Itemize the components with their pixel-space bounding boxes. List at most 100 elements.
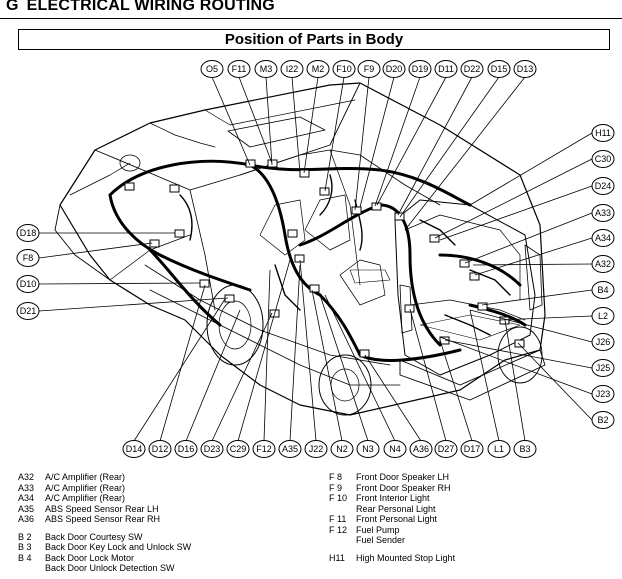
tag-oval bbox=[434, 60, 458, 78]
tag-j26: J26 bbox=[591, 333, 615, 351]
tag-oval bbox=[356, 440, 380, 458]
legend-code: F 12 bbox=[329, 524, 348, 535]
leader-line bbox=[354, 76, 370, 211]
tag-label: J23 bbox=[596, 389, 611, 399]
tag-label: J22 bbox=[309, 444, 324, 454]
tag-d17: D17 bbox=[460, 440, 484, 458]
tag-oval bbox=[591, 385, 615, 403]
tag-d23: D23 bbox=[200, 440, 224, 458]
legend-item: F 12 Fuel Pump bbox=[329, 525, 455, 536]
section-heading: ELECTRICAL WIRING ROUTING bbox=[26, 0, 275, 14]
tag-label: D11 bbox=[438, 64, 454, 74]
leader-line bbox=[481, 289, 593, 306]
tag-oval bbox=[16, 249, 40, 267]
tag-d15: D15 bbox=[487, 60, 511, 78]
legend-code: A35 bbox=[18, 503, 35, 514]
tag-oval bbox=[409, 440, 433, 458]
leader-lines bbox=[38, 76, 593, 442]
legend-item bbox=[18, 525, 191, 532]
leader-line bbox=[444, 339, 593, 369]
legend-text: Fuel Sender bbox=[356, 535, 406, 545]
tag-oval bbox=[591, 150, 615, 168]
leader-line bbox=[291, 76, 301, 174]
tag-d24: D24 bbox=[591, 177, 615, 195]
tag-d22: D22 bbox=[460, 60, 484, 78]
tag-d27: D27 bbox=[434, 440, 458, 458]
tag-label: D23 bbox=[204, 444, 221, 454]
tag-oval bbox=[16, 302, 40, 320]
tag-oval bbox=[357, 60, 381, 78]
vehicle-body-drawing bbox=[54, 82, 546, 416]
tag-f8: F8 bbox=[16, 249, 40, 267]
tag-oval bbox=[591, 281, 615, 299]
leader-line bbox=[517, 342, 593, 421]
tag-l2: L2 bbox=[591, 307, 615, 325]
tag-oval bbox=[306, 60, 330, 78]
legend-text: Rear Personal Light bbox=[356, 503, 436, 514]
tag-oval bbox=[591, 307, 615, 325]
tag-label: F11 bbox=[232, 64, 247, 74]
leader-line bbox=[409, 308, 447, 442]
tag-n2: N2 bbox=[330, 440, 354, 458]
leader-line bbox=[159, 284, 206, 442]
legend-text: ABS Speed Sensor Rear LH bbox=[45, 503, 159, 514]
tag-a35: A35 bbox=[278, 440, 302, 458]
tag-a33: A33 bbox=[591, 204, 615, 222]
leader-line bbox=[434, 158, 593, 239]
tag-oval bbox=[278, 440, 302, 458]
tag-label: C30 bbox=[595, 154, 612, 164]
tag-b3: B3 bbox=[513, 440, 537, 458]
tag-oval bbox=[227, 60, 251, 78]
tag-oval bbox=[280, 60, 304, 78]
leader-line bbox=[319, 294, 369, 442]
leader-line bbox=[474, 237, 593, 276]
leader-line bbox=[263, 269, 271, 442]
leader-line bbox=[469, 132, 593, 206]
tag-oval bbox=[487, 60, 511, 78]
leader-line bbox=[311, 289, 343, 442]
legend-code: A34 bbox=[18, 493, 35, 503]
legend-item bbox=[329, 546, 455, 553]
tag-d20: D20 bbox=[382, 60, 406, 78]
tag-f10: F10 bbox=[332, 60, 356, 78]
tag-j23: J23 bbox=[591, 385, 615, 403]
legend-text: Fuel Pump bbox=[356, 524, 400, 535]
legend-text: Back Door Unlock Detection SW bbox=[45, 563, 175, 573]
leader-line bbox=[238, 76, 273, 164]
tag-label: A36 bbox=[413, 444, 429, 454]
section-title: G ELECTRICAL WIRING ROUTING bbox=[6, 0, 275, 15]
tag-d18: D18 bbox=[16, 224, 40, 242]
tag-b4: B4 bbox=[591, 281, 615, 299]
tag-oval bbox=[591, 411, 615, 429]
tag-label: D18 bbox=[20, 228, 37, 238]
tag-label: A34 bbox=[595, 233, 611, 243]
leader-line bbox=[289, 264, 301, 442]
leader-line bbox=[38, 297, 229, 312]
section-letter: G bbox=[6, 0, 19, 14]
tag-c30: C30 bbox=[591, 150, 615, 168]
leader-line bbox=[364, 354, 422, 442]
page-title: Position of Parts in Body bbox=[18, 29, 610, 50]
leader-line bbox=[399, 76, 500, 218]
tag-label: L2 bbox=[598, 311, 608, 321]
tag-oval bbox=[254, 60, 278, 78]
tag-oval bbox=[591, 255, 615, 273]
tag-oval bbox=[591, 124, 615, 142]
legend-text: A/C Amplifier (Rear) bbox=[45, 472, 126, 482]
tag-oval bbox=[332, 60, 356, 78]
tag-label: D20 bbox=[386, 64, 403, 74]
tag-oval bbox=[148, 440, 172, 458]
legend-item: Rear Personal Light bbox=[329, 504, 455, 515]
tag-n4: N4 bbox=[383, 440, 407, 458]
legend-item: Back Door Unlock Detection SW bbox=[18, 563, 191, 574]
leader-line bbox=[299, 259, 317, 442]
tag-oval bbox=[460, 440, 484, 458]
legend-code: B 4 bbox=[18, 552, 32, 563]
leader-line bbox=[324, 294, 396, 442]
tag-label: J26 bbox=[596, 337, 611, 347]
